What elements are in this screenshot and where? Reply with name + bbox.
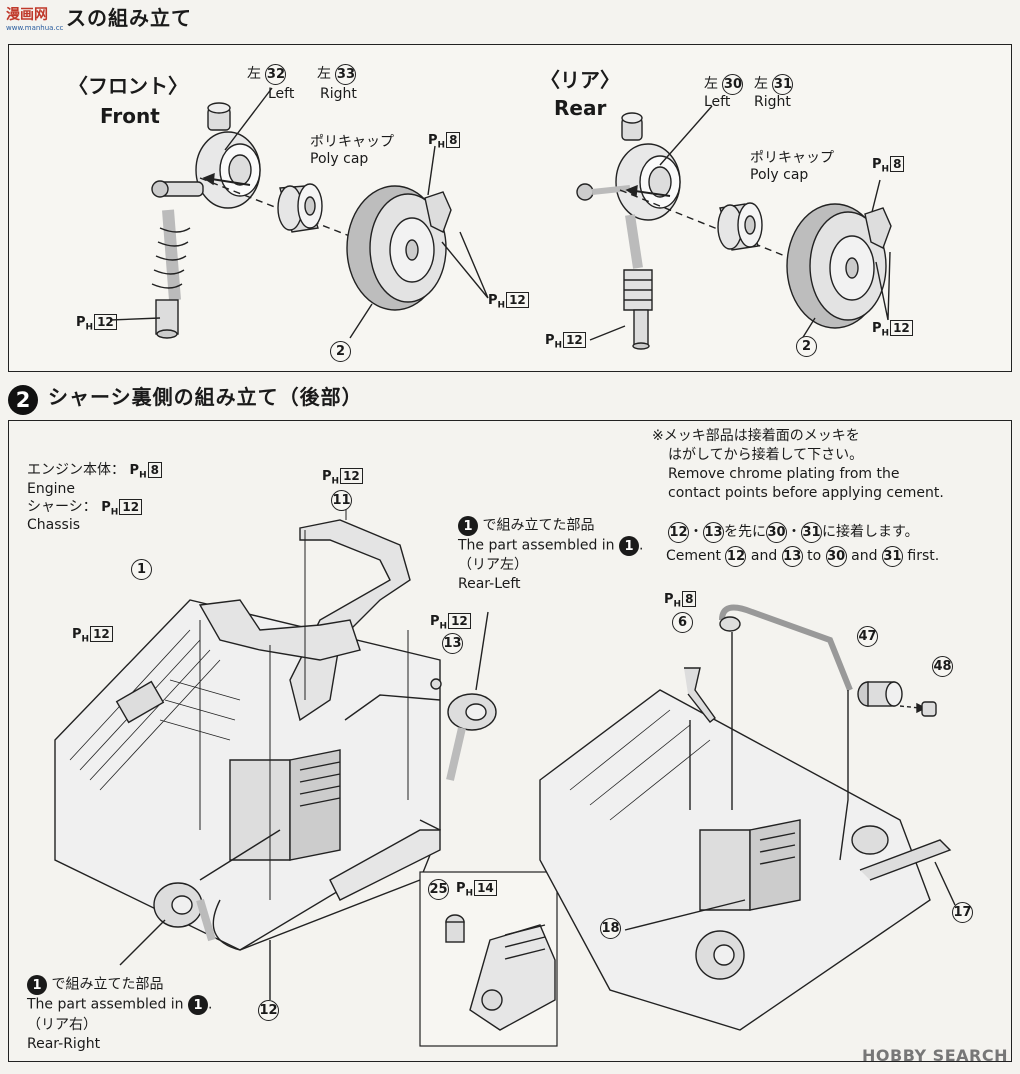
- inset-detail-drawing: [445, 914, 556, 1031]
- part-25: 25: [428, 879, 449, 900]
- site-logo-text: 漫画网: [6, 7, 48, 23]
- part-18: 18: [600, 918, 621, 939]
- step-number-badge: 2: [8, 385, 38, 415]
- chrome-note-jp-2: はがしてから接着して下さい。: [668, 447, 864, 463]
- crossmember-drawing: [198, 519, 411, 722]
- watermark: HOBBY SEARCH: [862, 1046, 1008, 1065]
- exhaust-pipe-drawing: [719, 604, 853, 692]
- front-polycap-jp: ポリキャップ: [310, 134, 394, 150]
- part-12: 12: [258, 1000, 279, 1021]
- rear-polycap-jp: ポリキャップ: [750, 150, 834, 166]
- rear-disc-drawing: [786, 203, 892, 329]
- site-logo-sub: www.manhua.cc: [6, 24, 64, 32]
- assembled-rear-right-en: The part assembled in 1.: [27, 995, 212, 1015]
- chassis-left-drawing: [54, 599, 441, 951]
- front-disc-drawing: [346, 185, 452, 311]
- front-en-label: Front: [100, 104, 160, 128]
- front-left-en: Left: [268, 86, 295, 102]
- front-part-2: 2: [330, 341, 351, 362]
- rear-right-en: Right: [754, 94, 791, 110]
- page-title: スの組み立て: [66, 6, 192, 30]
- assembled-rear-right-jp: 1 で組み立てた部品: [27, 975, 163, 995]
- step-2-title: シャーシ裏側の組み立て（後部）: [48, 385, 363, 409]
- front-part-left-jp: 左 32: [247, 64, 287, 85]
- tip-48-drawing: [921, 701, 937, 717]
- assembled-rear-left-jp: 1 で組み立てた部品: [458, 516, 594, 536]
- engine-en-label: Engine: [27, 481, 75, 497]
- part-47: 47: [857, 626, 878, 647]
- front-polycap-en: Poly cap: [310, 151, 369, 167]
- cement-order-jp: 12・13を先に30・31に接着します。: [668, 522, 919, 543]
- rear-part-2: 2: [796, 336, 817, 357]
- chrome-note-en-1: Remove chrome plating from the: [668, 466, 900, 482]
- assembled-rear-left-en: The part assembled in 1.: [458, 536, 643, 556]
- front-strut-drawing: [151, 102, 261, 339]
- rear-polycap-en: Poly cap: [750, 167, 809, 183]
- part-number: 33: [335, 64, 357, 85]
- front-jp-label: 〈フロント〉: [68, 74, 188, 98]
- rear-left-en: Rear-Left: [458, 576, 521, 592]
- part-13: 13: [442, 633, 463, 654]
- rear-right-en: Rear-Right: [27, 1036, 101, 1052]
- chassis-panel: [8, 420, 1012, 1062]
- part-48: 48: [932, 656, 953, 677]
- front-part-right-jp: 左 33: [317, 64, 357, 85]
- muffler-drawing: [857, 681, 903, 707]
- rear-part-left-jp: 左 30: [704, 74, 744, 95]
- part-number: 30: [722, 74, 744, 95]
- rear-jp-label: 〈リア〉: [540, 68, 620, 92]
- bracket-6-drawing: [684, 667, 716, 723]
- rear-left-jp: （リア左）: [458, 557, 528, 573]
- chassis-right-drawing: [539, 689, 952, 1031]
- front-polycap-drawing: [277, 183, 323, 233]
- part-1: 1: [131, 559, 152, 580]
- part-11: 11: [331, 490, 352, 511]
- rear-left-hub-drawing: [344, 678, 497, 781]
- part-number: 32: [265, 64, 287, 85]
- cement-order-en: Cement 12 and 13 to 30 and 31 first.: [666, 546, 939, 567]
- part-6: 6: [672, 612, 693, 633]
- front-right-en: Right: [320, 86, 357, 102]
- rear-part-right-jp: 左 31: [754, 74, 794, 95]
- rear-right-jp: （リア右）: [27, 1017, 97, 1033]
- part-number: 31: [772, 74, 794, 95]
- part-17: 17: [952, 902, 973, 923]
- chrome-note-en-2: contact points before applying cement.: [668, 485, 944, 501]
- rear-strut-drawing: [576, 112, 681, 350]
- chrome-note-jp-1: ※メッキ部品は接着面のメッキを: [652, 428, 860, 444]
- rear-en-label: Rear: [554, 96, 607, 120]
- site-logo: 漫画网 www.manhua.cc: [6, 4, 66, 38]
- rear-polycap-drawing: [717, 202, 763, 251]
- rear-right-hub-drawing: [153, 829, 281, 942]
- rear-left-en: Left: [704, 94, 731, 110]
- chassis-en-label: Chassis: [27, 517, 80, 533]
